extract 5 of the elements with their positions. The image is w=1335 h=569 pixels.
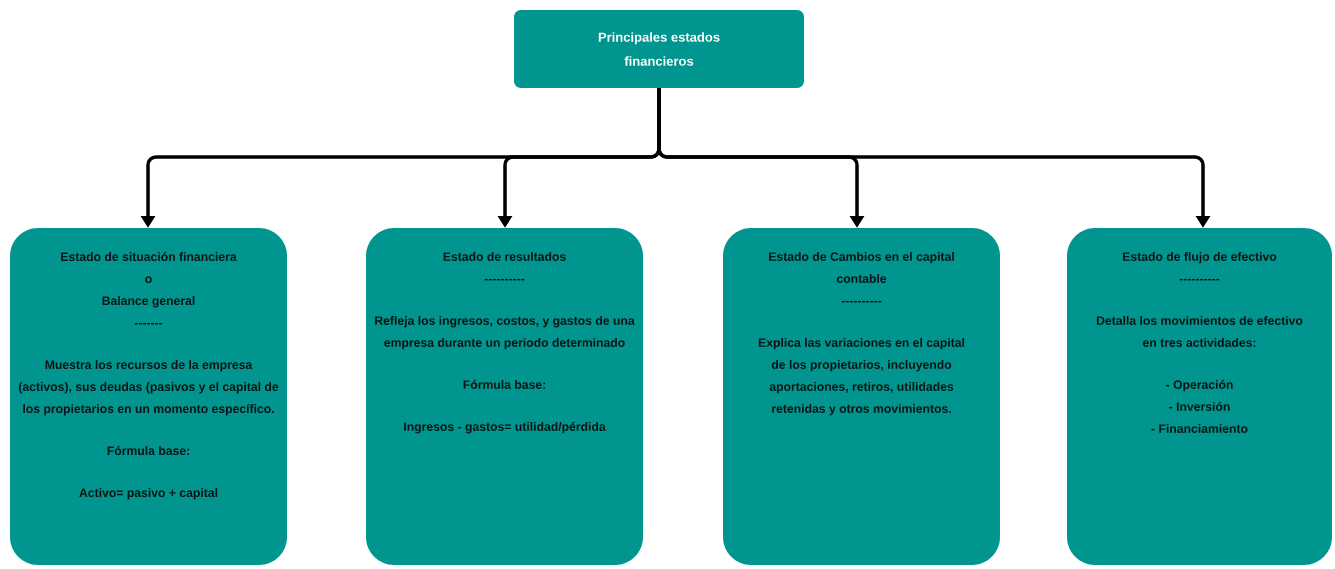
statement-box: Estado de resultados ---------- Refleja los ingresos, costos, y gastos de una empresa durante un periodo determinado Fórmula base: Ingresos - gastos= utilidad/pérdida [366,228,643,565]
statement-box: Estado de Cambios en el capital contable ---------- Explica las variaciones en el capital de los propietarios, incluyendo aportaciones, retiros, utilidades retenidas y otros movimientos. [723,228,1000,565]
statement-box: Estado de situación financiera o Balance general ------- Muestra los recursos de la empresa (activos), sus deudas (pasivos y el capital de los propietarios en un momento específico. Fórmula base: Activo= pasivo + capital [10,228,287,565]
statement-box: Estado de flujo de efectivo ---------- Detalla los movimientos de efectivo en tres actividades: - Operación - Inversión - Financiamiento [1067,228,1332,565]
title-box: Principales estados financieros [514,10,804,88]
